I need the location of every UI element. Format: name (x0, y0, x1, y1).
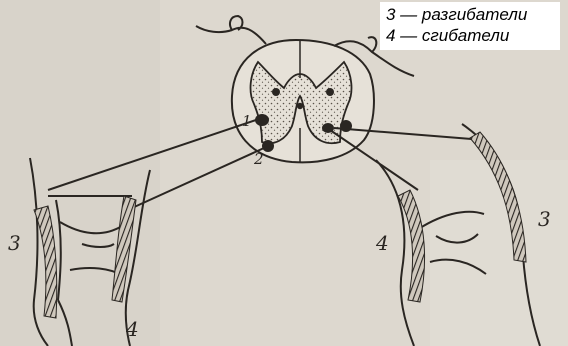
legend-extensors: 3 — разгибатели (386, 4, 556, 25)
label-left-3: 3 (8, 231, 21, 255)
label-left-4: 4 (125, 317, 139, 341)
neuron-1 (255, 114, 269, 126)
label-right-4: 4 (375, 231, 389, 255)
paper-shade-left (0, 0, 160, 346)
legend-box: 3 — разгибатели 4 — сгибатели (380, 2, 560, 50)
label-cord-2: 2 (253, 150, 264, 168)
legend-flexors: 4 — сгибатели (386, 25, 556, 46)
label-right-3: 3 (538, 207, 551, 231)
label-cord-1: 1 (242, 112, 252, 130)
neuron-2 (262, 140, 274, 152)
paper-shade-right (430, 160, 568, 346)
